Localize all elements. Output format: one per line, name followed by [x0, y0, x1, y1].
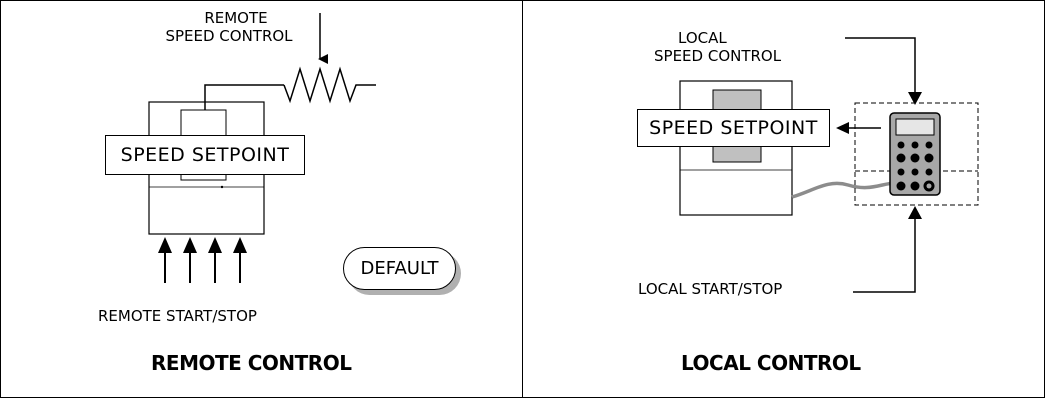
drive-unit-icon: [679, 80, 793, 216]
local-speed-setpoint: SPEED SETPOINT: [637, 109, 830, 147]
local-start-stop-arrow-icon: [853, 217, 916, 293]
local-speed-label-line1: LOCAL: [678, 29, 727, 47]
remote-control-panel: REMOTE SPEED CONTROL SPEED SETPOINT DEFA…: [0, 0, 523, 398]
keypad-icon: [889, 112, 941, 196]
local-control-panel: LOCAL SPEED CONTROL SPEED SETPOINT LOCAL…: [522, 0, 1045, 398]
remote-control-title: REMOTE CONTROL: [151, 351, 352, 375]
remote-speed-setpoint: SPEED SETPOINT: [105, 135, 305, 175]
keypad-cable: [791, 181, 894, 199]
local-start-stop-label: LOCAL START/STOP: [638, 280, 783, 298]
local-speed-arrow-icon: [845, 37, 916, 93]
remote-speed-label-line2: SPEED CONTROL: [165, 27, 293, 45]
local-speed-label-line2: SPEED CONTROL: [654, 47, 782, 65]
remote-start-stop-arrows: [158, 237, 247, 283]
local-diagram-drawing: [679, 37, 979, 293]
potentiometer-icon: [204, 13, 376, 110]
remote-diagram-drawing: [148, 13, 376, 283]
remote-start-stop-label: REMOTE START/STOP: [98, 307, 257, 325]
remote-speed-label-line1: REMOTE: [204, 9, 268, 27]
local-control-title: LOCAL CONTROL: [681, 351, 861, 375]
default-button[interactable]: DEFAULT: [343, 247, 456, 290]
